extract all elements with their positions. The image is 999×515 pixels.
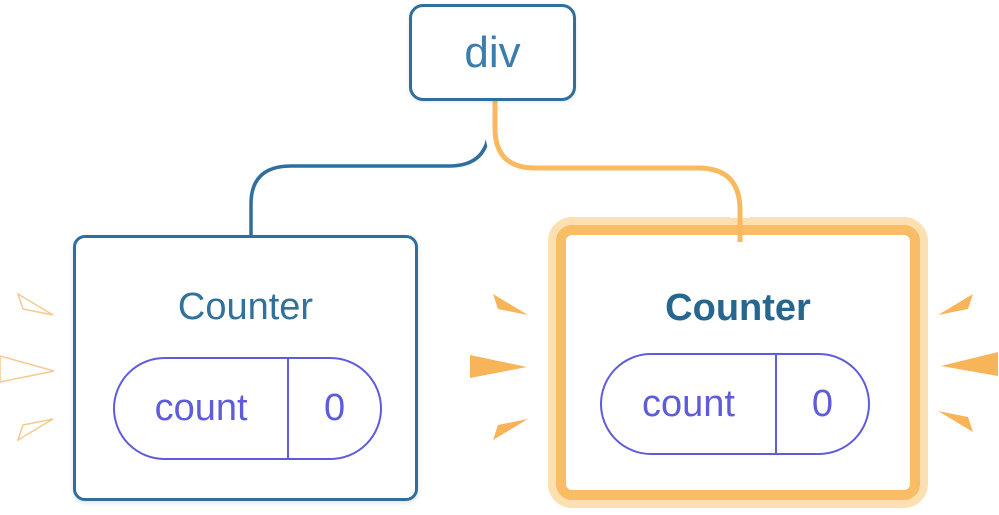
- sparkle-icon: [938, 411, 973, 432]
- state-key: count: [641, 382, 735, 425]
- edge-to-right-child: [492, 99, 743, 242]
- child-node-counter-right: Counter count 0: [556, 225, 920, 500]
- root-node-label: div: [464, 27, 521, 77]
- state-pill: count 0: [600, 353, 870, 455]
- sparkle-icon: [16, 418, 54, 442]
- counter-label: Counter: [177, 286, 314, 328]
- sparkle-icon: [941, 352, 998, 376]
- state-value: 0: [287, 359, 380, 458]
- sparkle-burst-left-white: [0, 292, 55, 442]
- state-value: 0: [774, 355, 868, 453]
- state-pill: count 0: [113, 357, 382, 460]
- sparkle-icon: [493, 419, 528, 440]
- root-node: div: [409, 4, 576, 101]
- sparkle-icon: [0, 355, 55, 383]
- sparkle-icon: [16, 292, 54, 316]
- sparkle-icon: [938, 294, 973, 315]
- edge-to-right-child-casing: [485, 99, 750, 218]
- sparkle-icon: [493, 294, 528, 315]
- sparkle-burst-center-orange: [470, 294, 528, 440]
- sparkle-burst-right-orange: [938, 294, 998, 432]
- sparkle-icon: [470, 355, 527, 378]
- child-node-counter-left: Counter count 0: [73, 235, 418, 501]
- edge-to-left-child: [249, 99, 491, 240]
- state-key: count: [154, 387, 248, 429]
- counter-label: Counter: [665, 287, 811, 329]
